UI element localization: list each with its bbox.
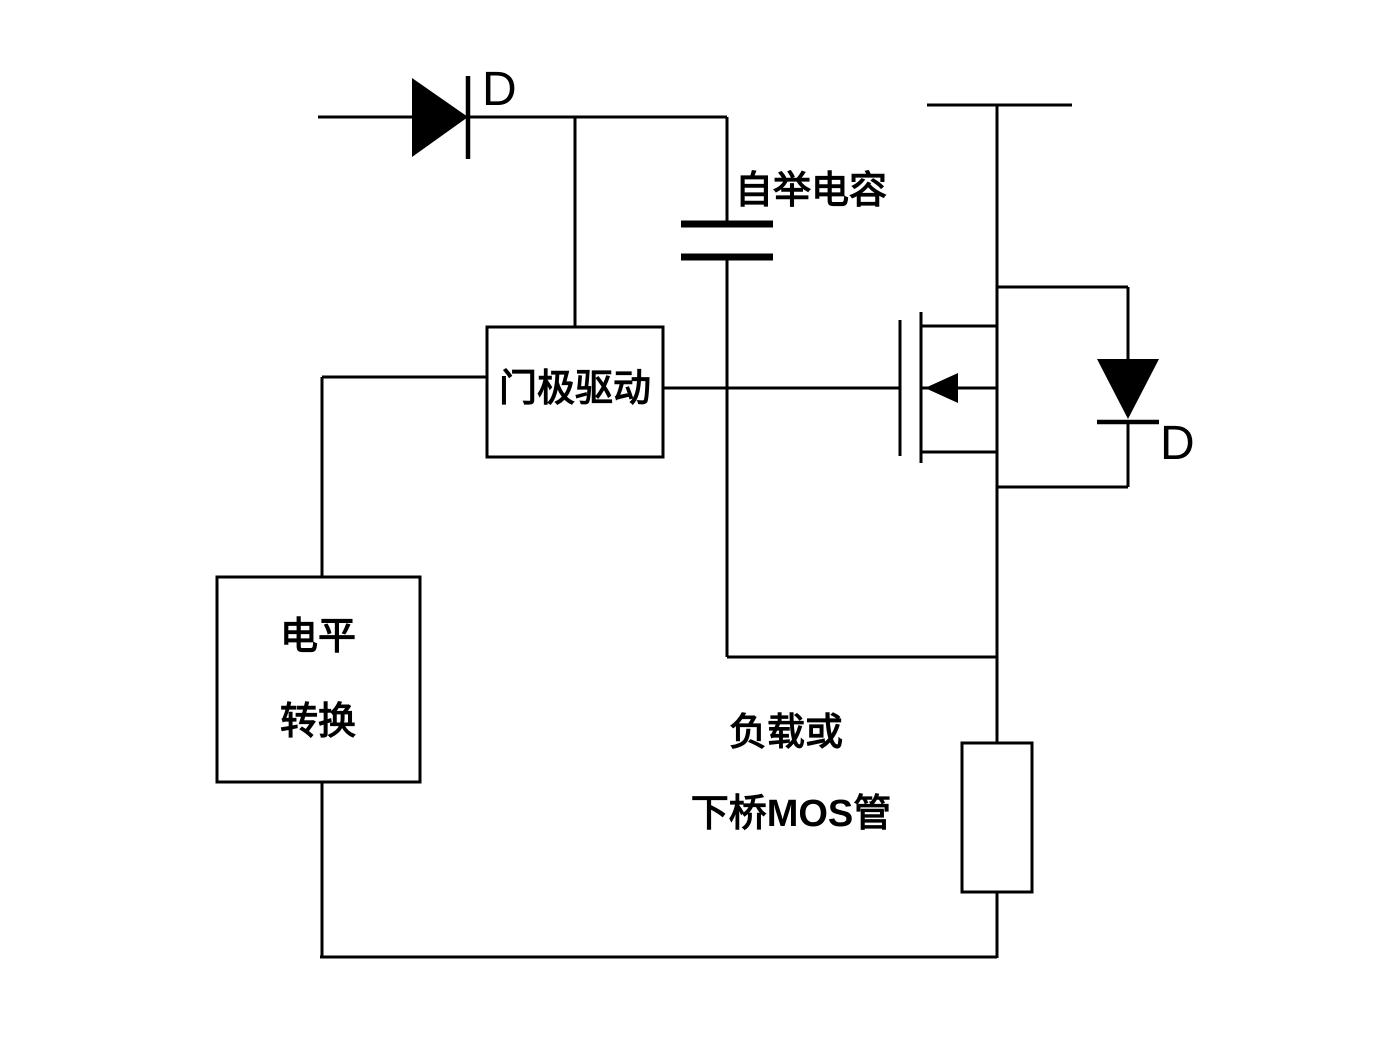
level-shifter-outline	[215, 575, 422, 784]
gate-driver-outline	[485, 325, 665, 459]
bootstrap-diode-triangle-icon	[412, 78, 468, 157]
mosfet	[898, 312, 998, 463]
bootstrap-capacitor: 自举电容	[681, 117, 887, 261]
level-shifter-box: 电平 转换	[215, 575, 422, 784]
bootstrap-diode-label: D	[482, 63, 517, 116]
body-diode: D	[997, 285, 1195, 489]
level-shifter-label-line2: 转换	[280, 701, 356, 743]
gate-driver-label: 门极驱动	[499, 368, 651, 410]
body-diode-label: D	[1160, 417, 1195, 470]
load-caption: 负载或 下桥MOS管	[691, 712, 892, 835]
load-resistor-outline	[960, 741, 1034, 894]
mosfet-arrow-icon	[925, 373, 958, 403]
bootstrap-diode: D	[318, 63, 727, 159]
gate-driver-box: 门极驱动	[485, 325, 665, 459]
load-caption-line2: 下桥MOS管	[691, 793, 892, 835]
load-caption-line1: 负载或	[729, 712, 843, 754]
load-resistor	[960, 741, 1034, 958]
body-diode-triangle-icon	[1097, 359, 1159, 419]
level-shifter-label-line1: 电平	[280, 616, 356, 658]
bootstrap-capacitor-label: 自举电容	[735, 170, 887, 212]
